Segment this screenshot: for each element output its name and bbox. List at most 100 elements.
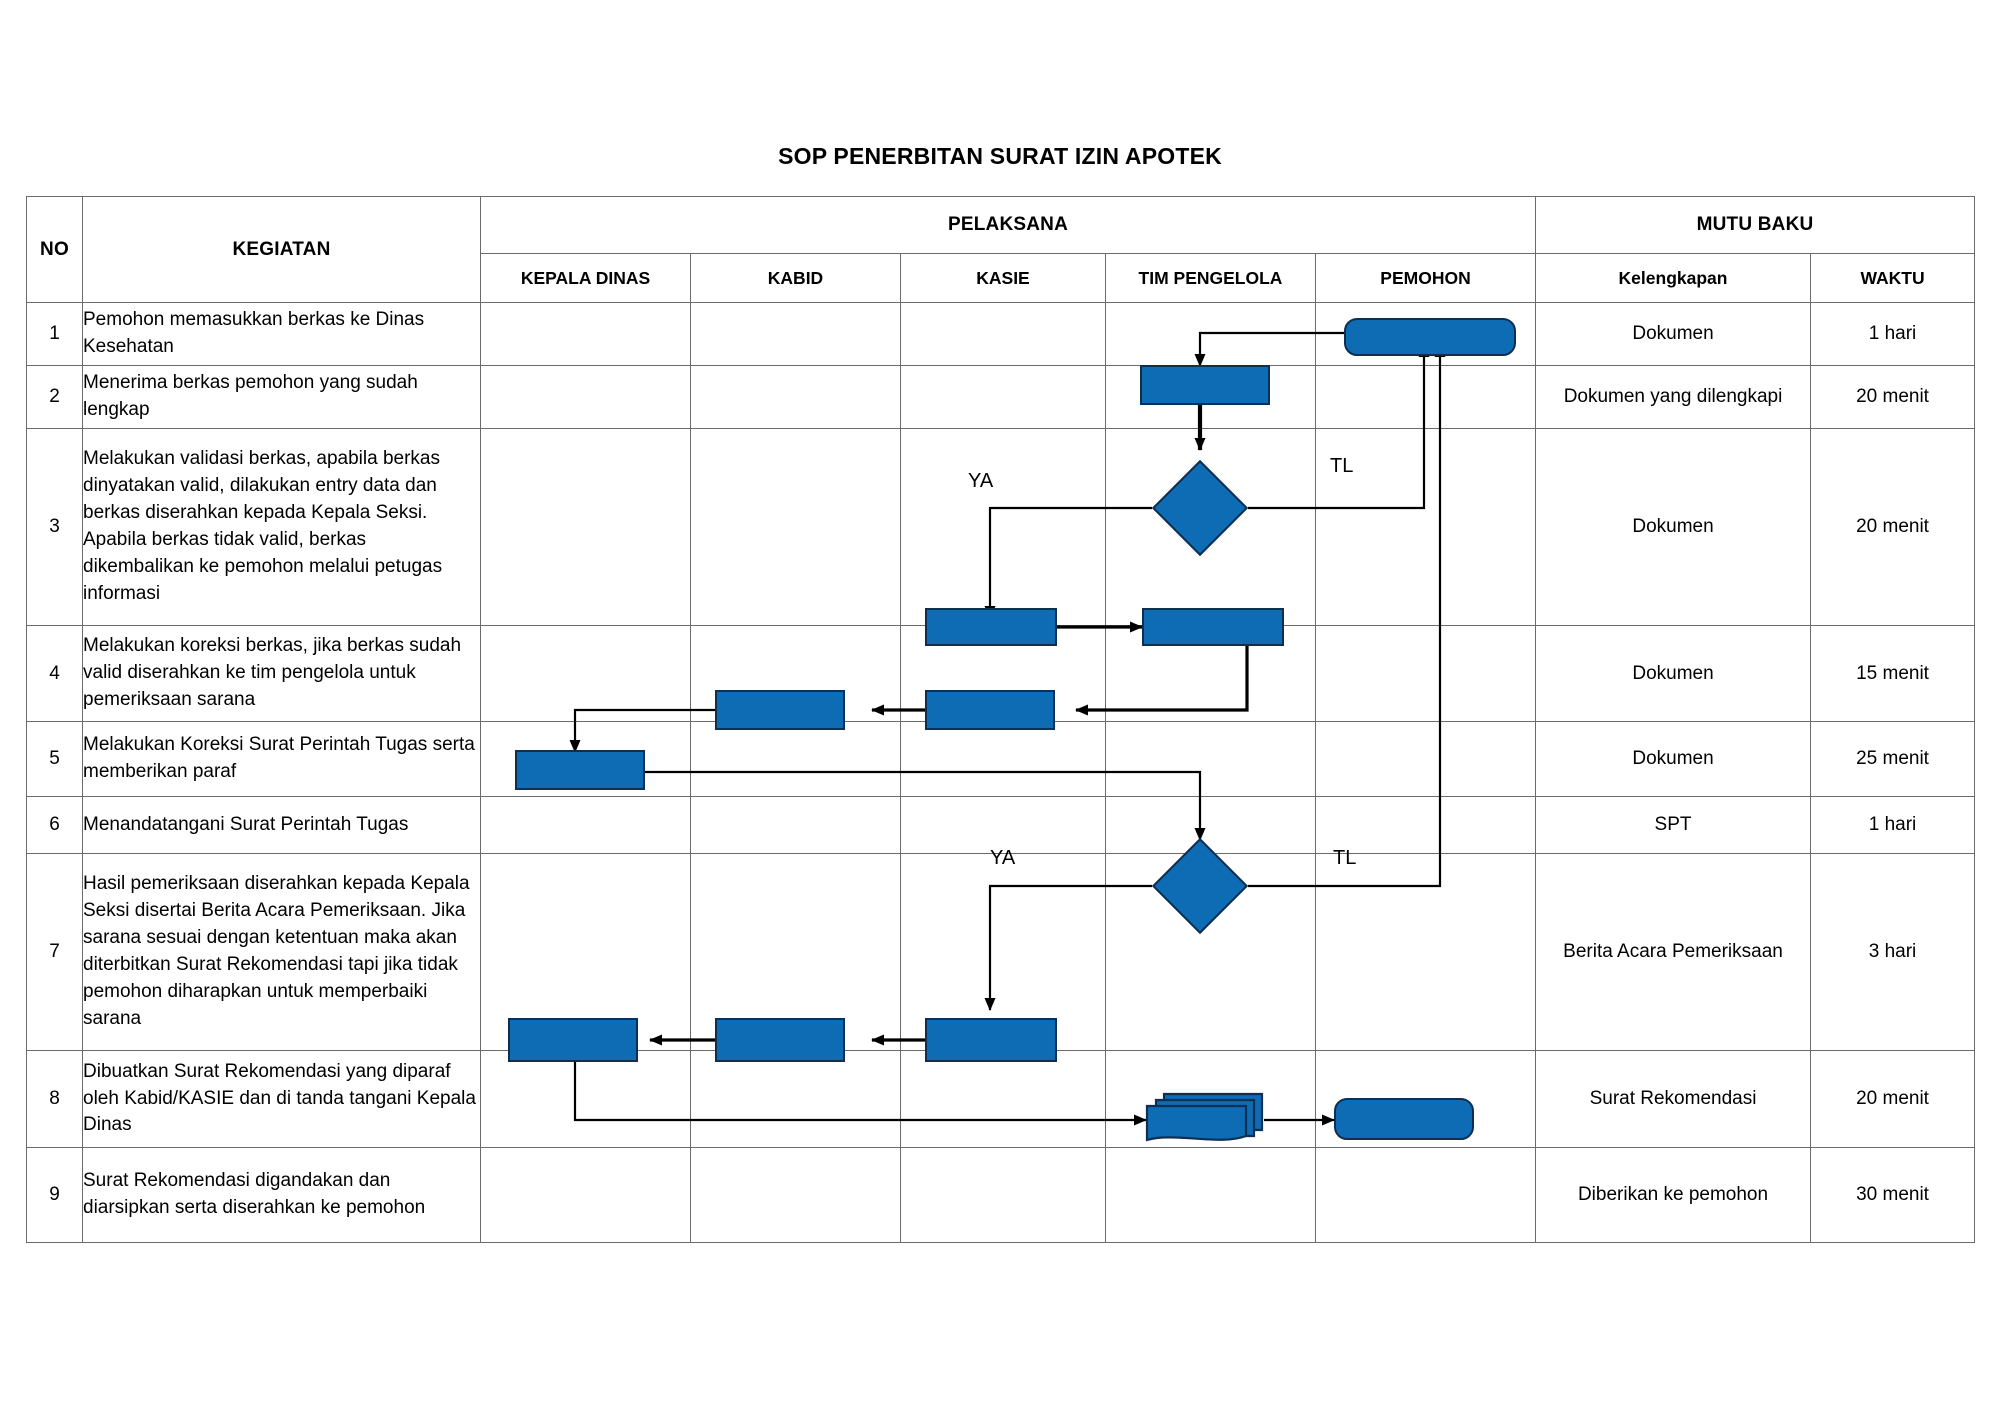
flow-node-pemohon-submit bbox=[1344, 318, 1516, 356]
table-row: 2 Menerima berkas pemohon yang sudah len… bbox=[26, 365, 1976, 429]
row-no: 8 bbox=[26, 1050, 83, 1148]
row-waktu: 20 menit bbox=[1810, 428, 1976, 626]
row-waktu: 20 menit bbox=[1810, 1050, 1976, 1148]
table-row: 5 Melakukan Koreksi Surat Perintah Tugas… bbox=[26, 721, 1976, 797]
lane-kasie bbox=[900, 721, 1106, 797]
row-waktu: 15 menit bbox=[1810, 625, 1976, 722]
lane-kabid bbox=[690, 796, 901, 854]
lane-tim-pengelola bbox=[1105, 1147, 1316, 1243]
table-row: 3 Melakukan validasi berkas, apabila ber… bbox=[26, 428, 1976, 626]
lane-kasie bbox=[900, 1147, 1106, 1243]
lane-kasie bbox=[900, 302, 1106, 366]
row-activity: Melakukan validasi berkas, apabila berka… bbox=[82, 428, 481, 626]
row-activity: Pemohon memasukkan berkas ke Dinas Keseh… bbox=[82, 302, 481, 366]
lane-kasie bbox=[900, 365, 1106, 429]
lane-tim-pengelola bbox=[1105, 796, 1316, 854]
table-header-row-top: NO KEGIATAN PELAKSANA MUTU BAKU bbox=[26, 196, 1976, 303]
lane-tim-pengelola bbox=[1105, 302, 1316, 366]
table-header-row-sub: KEPALA DINAS KABID KASIE TIM PENGELOLA P… bbox=[27, 253, 1976, 303]
row-kelengkapan: Diberikan ke pemohon bbox=[1535, 1147, 1812, 1243]
row-waktu: 25 menit bbox=[1810, 721, 1976, 797]
lane-kepala-dinas bbox=[480, 1050, 691, 1148]
lane-kasie bbox=[900, 1050, 1106, 1148]
flow-node-ttd-spt bbox=[515, 750, 645, 790]
flow-node-validasi-decision bbox=[1151, 459, 1249, 557]
row-no: 7 bbox=[26, 853, 83, 1051]
lane-pemohon bbox=[1314, 625, 1537, 722]
branch-label-tl-row3: TL bbox=[1330, 455, 1354, 477]
lane-kabid bbox=[690, 365, 901, 429]
row-no: 2 bbox=[26, 365, 83, 429]
row-no: 3 bbox=[26, 428, 83, 626]
table-row: 6 Menandatangani Surat Perintah Tugas SP… bbox=[26, 796, 1976, 854]
row-kelengkapan: Dokumen bbox=[1535, 428, 1812, 626]
row-activity: Surat Rekomendasi digandakan dan diarsip… bbox=[82, 1147, 481, 1243]
header-kabid: KABID bbox=[690, 253, 901, 303]
flow-node-koreksi-berkas-tim bbox=[1142, 608, 1284, 646]
row-kelengkapan: Dokumen bbox=[1535, 302, 1812, 366]
header-kegiatan: KEGIATAN bbox=[82, 196, 481, 303]
header-pelaksana: PELAKSANA bbox=[479, 196, 1537, 254]
lane-kepala-dinas bbox=[480, 625, 691, 722]
header-no: NO bbox=[26, 196, 83, 303]
page-title: SOP PENERBITAN SURAT IZIN APOTEK bbox=[778, 143, 1222, 169]
flow-node-pemeriksaan-decision bbox=[1151, 837, 1249, 935]
row-no: 1 bbox=[26, 302, 83, 366]
header-pemohon: PEMOHON bbox=[1314, 253, 1537, 303]
table-row: 8 Dibuatkan Surat Rekomendasi yang dipar… bbox=[26, 1050, 1976, 1148]
branch-label-ya-row3: YA bbox=[968, 470, 994, 492]
flow-node-arsip-multidocument bbox=[1145, 1092, 1264, 1142]
row-activity: Menerima berkas pemohon yang sudah lengk… bbox=[82, 365, 481, 429]
lane-kabid bbox=[690, 302, 901, 366]
table-row: 9 Surat Rekomendasi digandakan dan diars… bbox=[26, 1147, 1976, 1243]
flow-node-rekomendasi-kasie bbox=[925, 1018, 1057, 1062]
row-activity: Melakukan koreksi berkas, jika berkas su… bbox=[82, 625, 481, 722]
lane-kepala-dinas bbox=[480, 302, 691, 366]
row-activity: Melakukan Koreksi Surat Perintah Tugas s… bbox=[82, 721, 481, 797]
row-activity: Menandatangani Surat Perintah Tugas bbox=[82, 796, 481, 854]
lane-kabid bbox=[690, 1050, 901, 1148]
lane-pemohon bbox=[1314, 796, 1537, 854]
lane-kepala-dinas bbox=[480, 428, 691, 626]
branch-label-ya-row7: YA bbox=[990, 847, 1016, 869]
flow-node-rekomendasi-kabid bbox=[715, 1018, 845, 1062]
flow-node-koreksi-spt-kasie bbox=[925, 690, 1055, 730]
lane-pemohon bbox=[1314, 721, 1537, 797]
row-waktu: 1 hari bbox=[1810, 796, 1976, 854]
row-no: 5 bbox=[26, 721, 83, 797]
flow-node-koreksi-spt-kabid bbox=[715, 690, 845, 730]
lane-kabid bbox=[690, 721, 901, 797]
header-kelengkapan: Kelengkapan bbox=[1535, 253, 1812, 303]
header-waktu: WAKTU bbox=[1810, 253, 1976, 303]
lane-pemohon bbox=[1314, 1147, 1537, 1243]
row-waktu: 3 hari bbox=[1810, 853, 1976, 1051]
row-waktu: 20 menit bbox=[1810, 365, 1976, 429]
header-kepala-dinas: KEPALA DINAS bbox=[480, 253, 691, 303]
row-waktu: 1 hari bbox=[1810, 302, 1976, 366]
lane-kabid bbox=[690, 1147, 901, 1243]
lane-kasie bbox=[900, 428, 1106, 626]
table-row: 1 Pemohon memasukkan berkas ke Dinas Kes… bbox=[26, 302, 1976, 366]
lane-kasie bbox=[900, 796, 1106, 854]
row-no: 6 bbox=[26, 796, 83, 854]
row-kelengkapan: Dokumen bbox=[1535, 625, 1812, 722]
row-waktu: 30 menit bbox=[1810, 1147, 1976, 1243]
lane-pemohon bbox=[1314, 365, 1537, 429]
row-kelengkapan: Dokumen yang dilengkapi bbox=[1535, 365, 1812, 429]
flow-node-koreksi-berkas-kasie bbox=[925, 608, 1057, 646]
header-tim-pengelola: TIM PENGELOLA bbox=[1105, 253, 1316, 303]
row-kelengkapan: Surat Rekomendasi bbox=[1535, 1050, 1812, 1148]
lane-tim-pengelola bbox=[1105, 721, 1316, 797]
branch-label-tl-row7: TL bbox=[1333, 847, 1357, 869]
header-mutu-baku: MUTU BAKU bbox=[1535, 196, 1976, 254]
flow-node-diberikan-ke-pemohon bbox=[1334, 1098, 1474, 1140]
row-kelengkapan: SPT bbox=[1535, 796, 1812, 854]
lane-pemohon bbox=[1314, 853, 1537, 1051]
row-activity: Hasil pemeriksaan diserahkan kepada Kepa… bbox=[82, 853, 481, 1051]
flow-node-terima-berkas bbox=[1140, 365, 1270, 405]
row-activity: Dibuatkan Surat Rekomendasi yang diparaf… bbox=[82, 1050, 481, 1148]
header-kasie: KASIE bbox=[900, 253, 1106, 303]
lane-kepala-dinas bbox=[480, 365, 691, 429]
row-no: 9 bbox=[26, 1147, 83, 1243]
